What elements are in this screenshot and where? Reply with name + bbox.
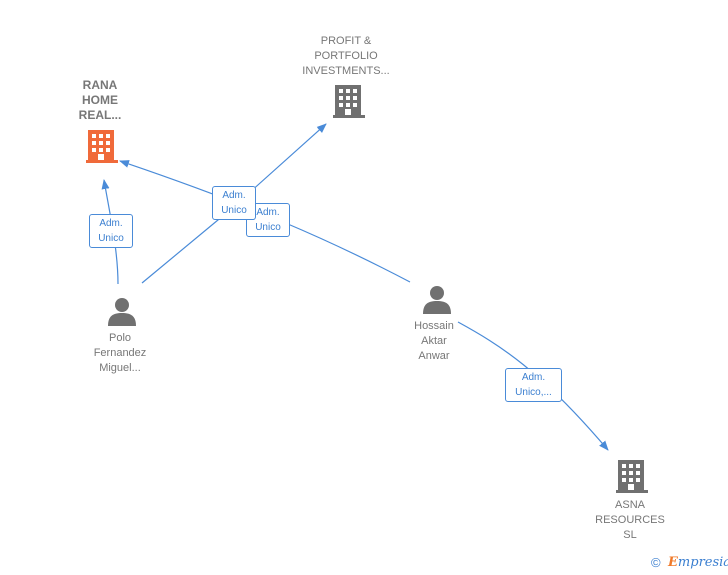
node-label-rana[interactable]: RANA HOME REAL... — [78, 78, 122, 122]
copyright-icon: © — [651, 555, 661, 570]
person-icon-hossain[interactable] — [423, 286, 451, 314]
building-icon-profit[interactable] — [333, 85, 365, 118]
person-icon-polo[interactable] — [108, 298, 136, 326]
node-label-asna[interactable]: ASNA RESOURCES SL — [595, 499, 665, 541]
node-label-hossain[interactable]: Hossain Aktar Anwar — [414, 320, 454, 362]
building-icon-rana[interactable] — [86, 130, 118, 163]
node-label-profit[interactable]: PROFIT & PORTFOLIO INVESTMENTS... — [302, 35, 390, 77]
brand-logo-rest: mpresia — [677, 555, 728, 570]
edge-hossain-asna — [457, 321, 609, 451]
node-label-polo[interactable]: Polo Fernandez Miguel... — [93, 332, 147, 374]
brand-logo[interactable]: Empresia — [668, 555, 728, 570]
edge-label-hossain-asna[interactable]: Adm. Unico,... — [505, 368, 562, 402]
edge-label-polo-profit[interactable]: Adm. Unico — [212, 186, 256, 220]
edge-label-polo-rana[interactable]: Adm. Unico — [89, 214, 133, 248]
brand-logo-initial: E — [668, 555, 678, 570]
building-icon-asna[interactable] — [616, 460, 648, 493]
